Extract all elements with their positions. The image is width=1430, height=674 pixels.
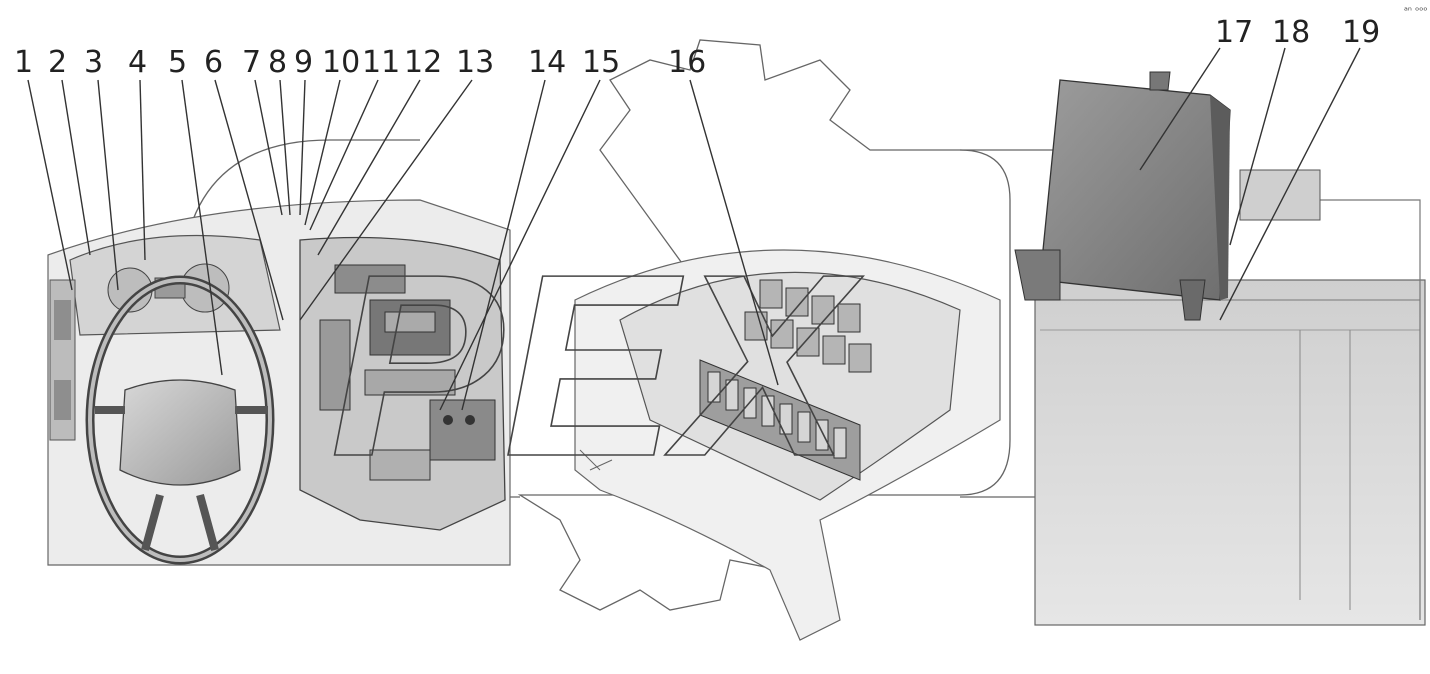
callout-12: 12 — [404, 45, 442, 80]
module-box-illustration — [1014, 71, 1426, 626]
callout-9: 9 — [294, 45, 313, 80]
watermark-text: PEX — [330, 221, 864, 511]
callout-14: 14 — [528, 45, 566, 80]
fuse-panel-illustration — [574, 249, 1001, 641]
callout-15: 15 — [582, 45, 620, 80]
fuse-grid — [744, 279, 872, 373]
callout-2: 2 — [48, 45, 67, 80]
corner-mark: ᵃⁿ ᵒᵒᵒ — [1404, 6, 1428, 17]
callout-6: 6 — [204, 45, 223, 80]
callout-7: 7 — [242, 45, 261, 80]
leader-lines — [27, 47, 1361, 411]
watermark: PEX — [329, 220, 864, 512]
callout-10: 10 — [322, 45, 360, 80]
callout-18: 18 — [1272, 15, 1310, 50]
callout-16: 16 — [668, 45, 706, 80]
callout-13: 13 — [456, 45, 494, 80]
callout-8: 8 — [268, 45, 287, 80]
callout-19: 19 — [1342, 15, 1380, 50]
callout-4: 4 — [128, 45, 147, 80]
callout-1: 1 — [14, 45, 33, 80]
callout-17: 17 — [1215, 15, 1253, 50]
callout-11: 11 — [362, 45, 400, 80]
callout-labels: 1 2 3 4 5 6 7 8 9 10 11 12 13 14 15 16 1… — [14, 15, 1380, 80]
callout-5: 5 — [168, 45, 187, 80]
dashboard-illustration — [47, 199, 511, 566]
callout-3: 3 — [84, 45, 103, 80]
